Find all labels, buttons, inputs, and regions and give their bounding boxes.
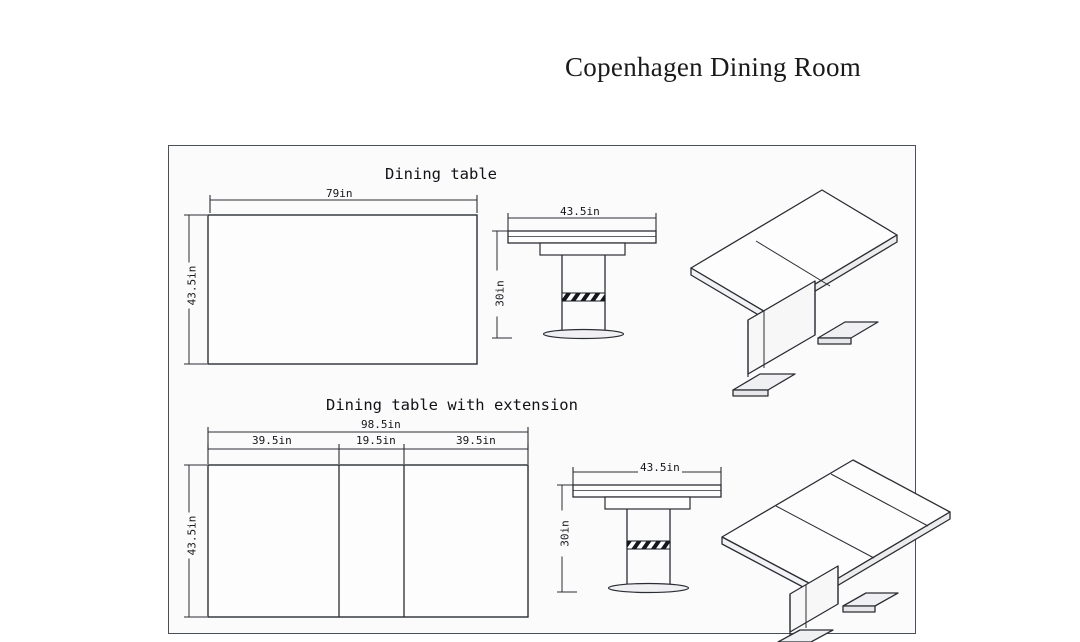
dim-label-top-width-79in: 79in [324, 187, 355, 200]
dim-label-ext-segment-left-39-5in: 39.5in [250, 434, 294, 447]
dim-label-ext-depth-43-5in: 43.5in [186, 512, 199, 559]
dim-label-top-depth-43-5in: 43.5in [186, 262, 199, 309]
dim-label-ext-side-width-43-5in: 43.5in [638, 461, 682, 474]
dim-label-ext-side-height-30in: 30in [559, 510, 572, 557]
section-label-dining-table-with-extension: Dining table with extension [326, 396, 578, 414]
section-label-dining-table: Dining table [385, 165, 497, 183]
dim-label-ext-segment-center-19-5in: 19.5in [354, 434, 398, 447]
dim-label-side-width-43-5in: 43.5in [558, 205, 602, 218]
dim-label-ext-total-98-5in: 98.5in [359, 418, 403, 431]
dim-label-side-height-30in: 30in [494, 270, 507, 317]
page-title: Copenhagen Dining Room [565, 52, 862, 82]
drawing-frame [168, 145, 916, 634]
dim-label-ext-segment-right-39-5in: 39.5in [454, 434, 498, 447]
